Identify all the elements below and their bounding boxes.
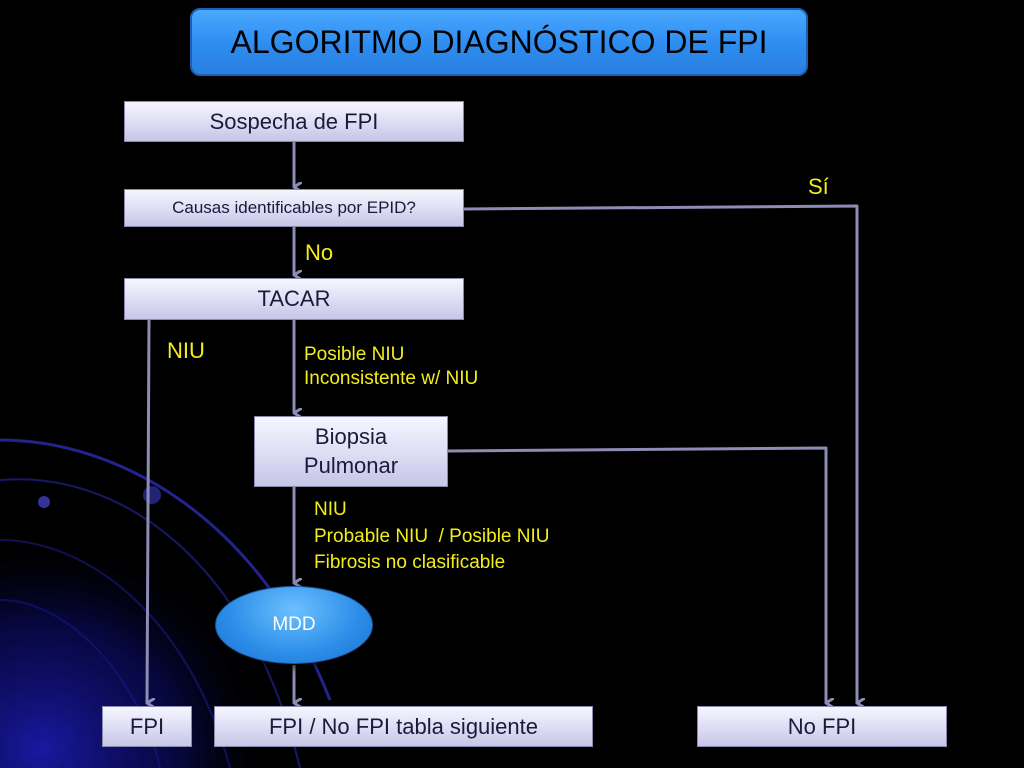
- label-posible-niu: Posible NIU: [304, 344, 405, 365]
- page-title-text: ALGORITMO DIAGNÓSTICO DE FPI: [230, 23, 768, 60]
- node-fpi-no-fpi: FPI / No FPI tabla siguiente: [214, 706, 593, 747]
- node-mdd-text: MDD: [272, 614, 316, 635]
- node-mdd: MDD: [215, 586, 373, 664]
- label-biopsia-outcomes: NIU Probable NIU / Posible NIU Fibrosis …: [314, 497, 550, 577]
- node-fpi: FPI: [102, 706, 192, 747]
- node-causas-text: Causas identificables por EPID?: [172, 198, 416, 217]
- node-sospecha-de-fpi: Sospecha de FPI: [124, 101, 464, 142]
- label-no: No: [305, 240, 334, 265]
- node-no-fpi: No FPI: [697, 706, 947, 747]
- node-fpi-text: FPI: [129, 713, 165, 739]
- node-no-fpi-text: No FPI: [787, 713, 857, 739]
- arrow-tacar-to-fpi: [147, 319, 149, 703]
- label-fibrosis-no-clasificable: Fibrosis no clasificable: [314, 552, 506, 574]
- label-inconsistente-niu: Inconsistente w/ NIU: [304, 367, 479, 389]
- arrow-causas-si-to-no-fpi: [463, 204, 857, 703]
- node-tacar-text: TACAR: [257, 286, 331, 311]
- label-biopsia-niu: NIU: [314, 499, 347, 520]
- label-niu: NIU: [167, 338, 205, 363]
- node-sospecha-text: Sospecha de FPI: [209, 108, 379, 134]
- node-biopsia-line1: Biopsia: [314, 423, 388, 449]
- arrow-biopsia-to-no-fpi: [447, 446, 826, 703]
- label-probable-niu: Probable NIU / Posible NIU: [314, 525, 550, 547]
- label-si: Sí: [808, 174, 829, 199]
- node-tacar: TACAR: [124, 278, 464, 320]
- node-fpi-no-fpi-text: FPI / No FPI tabla siguiente: [268, 713, 539, 739]
- page-title: ALGORITMO DIAGNÓSTICO DE FPI: [190, 8, 808, 76]
- label-tacar-outcomes: Posible NIU Inconsistente w/ NIU: [304, 343, 478, 391]
- node-biopsia-pulmonar: Biopsia Pulmonar: [254, 416, 448, 487]
- node-causas-identificables: Causas identificables por EPID?: [124, 189, 464, 227]
- node-biopsia-line2: Pulmonar: [303, 452, 399, 478]
